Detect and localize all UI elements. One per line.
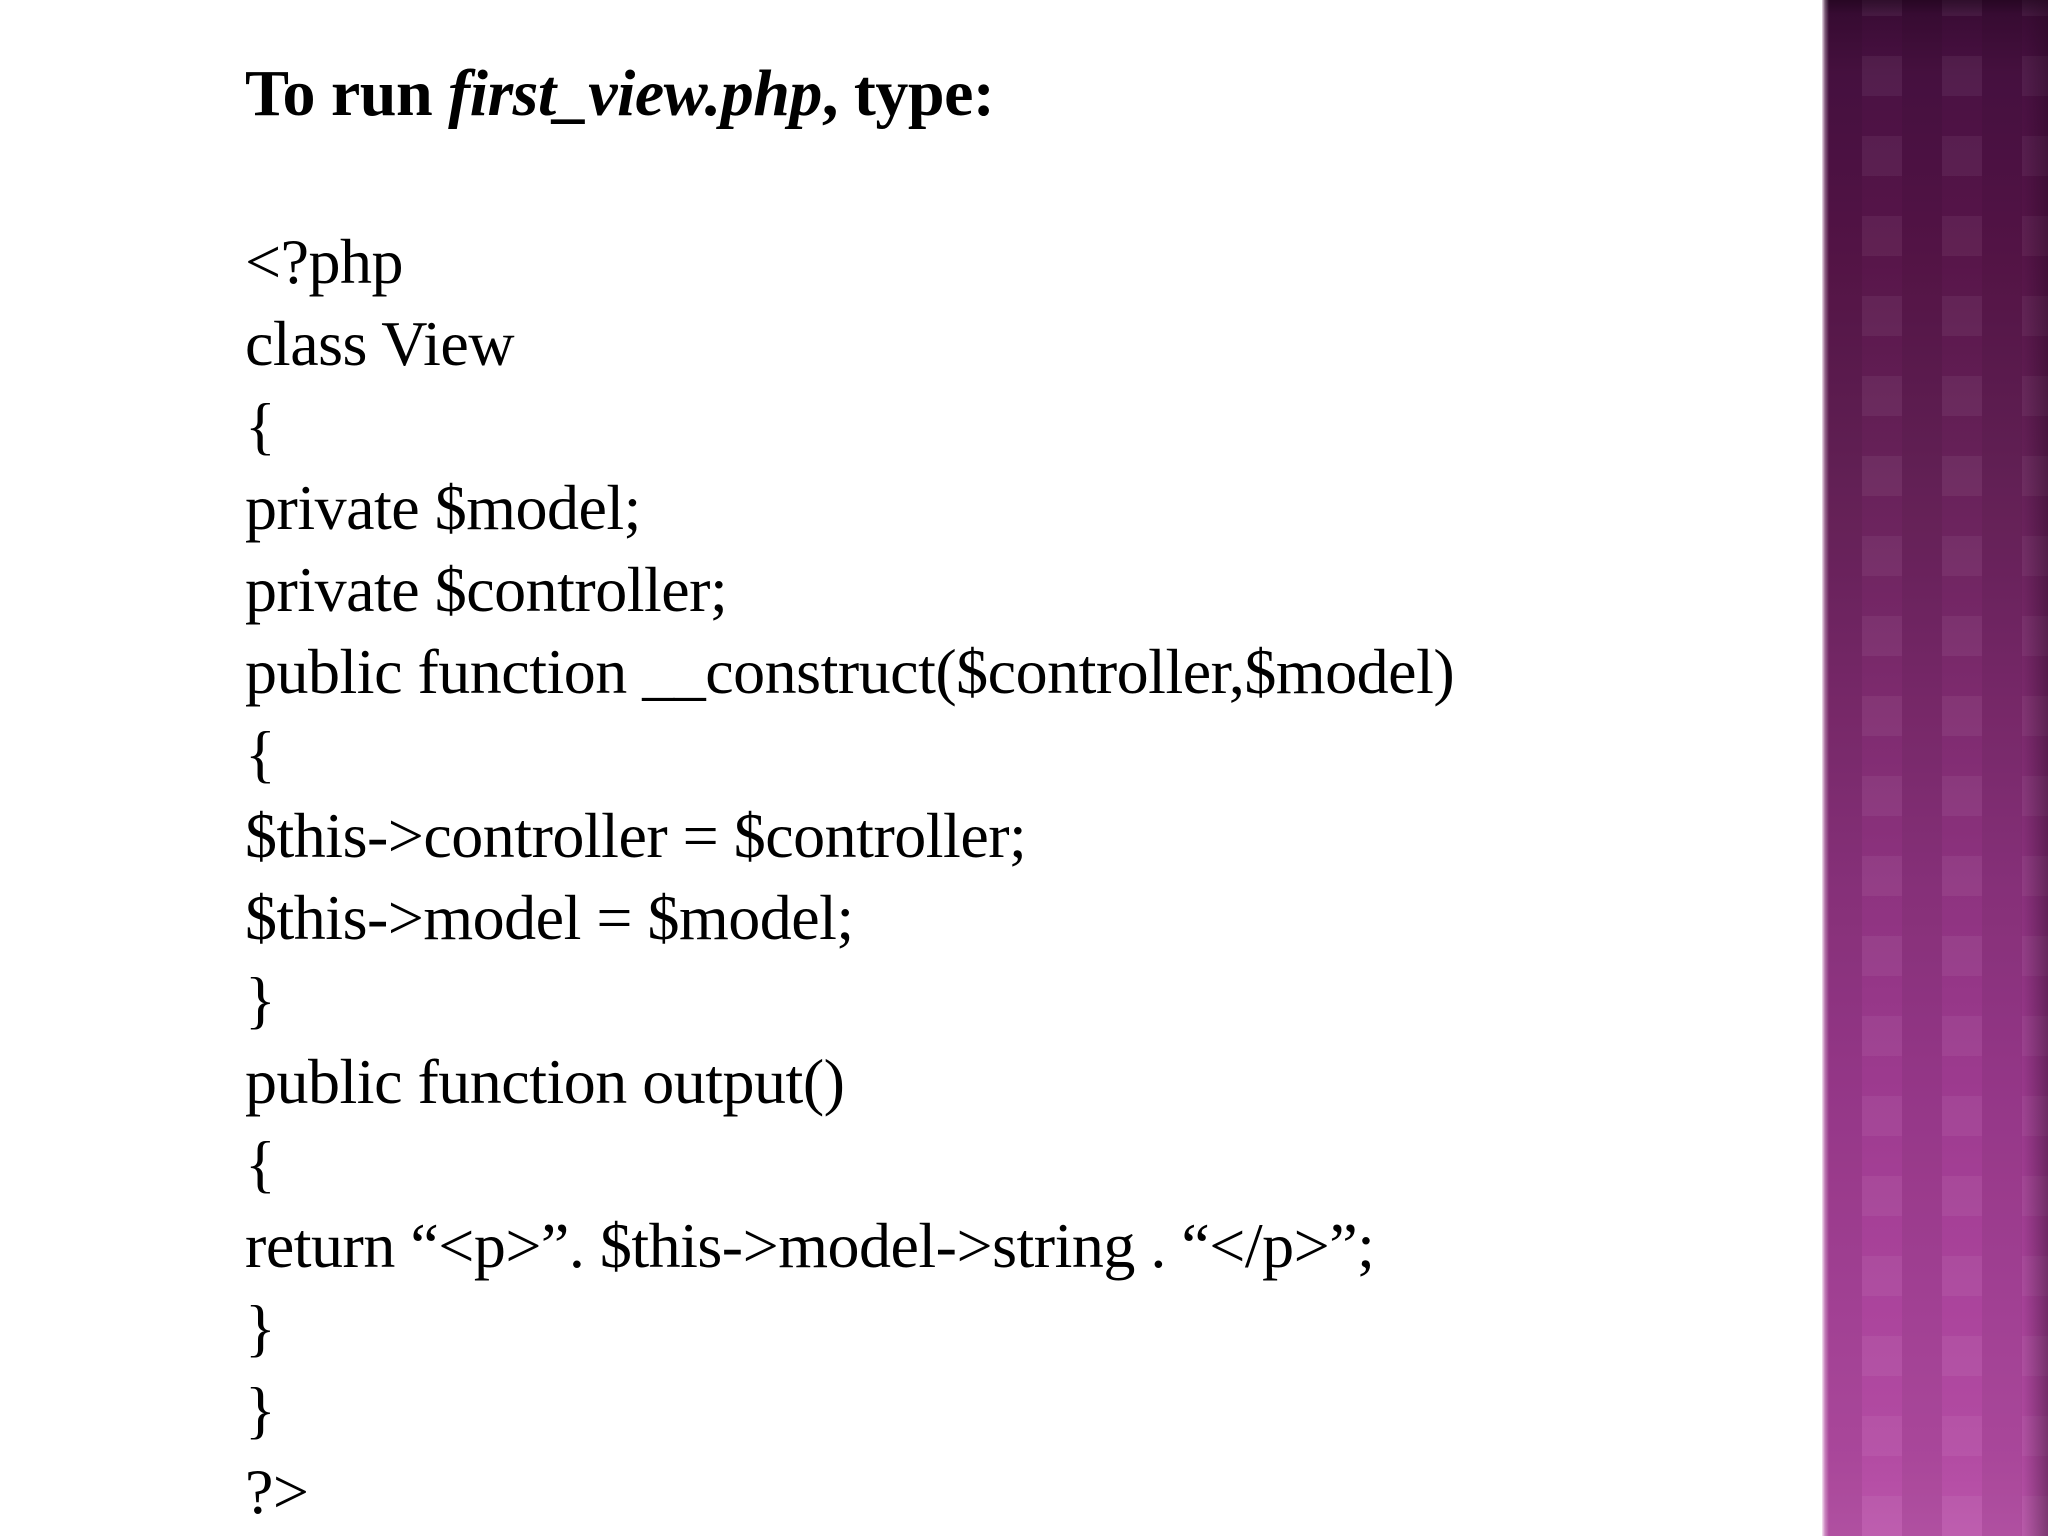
title-filename: first_view.php — [448, 57, 822, 130]
code-line: $this->model = $model; — [245, 882, 854, 953]
code-line: { — [245, 718, 276, 789]
code-line: <?php — [245, 226, 404, 297]
title-text-suffix: , type: — [821, 57, 995, 130]
gradient-bar-texture — [1822, 0, 2048, 1536]
code-line: { — [245, 390, 276, 461]
gradient-bar-top-shadow — [1822, 0, 2048, 14]
code-line: } — [245, 964, 276, 1035]
code-line: } — [245, 1374, 276, 1445]
code-line: public function output() — [245, 1046, 845, 1117]
gradient-bar-right-shadow — [2020, 0, 2048, 1536]
code-line: $this->controller = $controller; — [245, 800, 1027, 871]
code-line: ?> — [245, 1456, 309, 1527]
code-line: private $controller; — [245, 554, 728, 625]
code-line: class View — [245, 308, 515, 379]
title-text-prefix: To run — [245, 57, 449, 130]
code-line: return “<p>”. $this->model->string . “</… — [245, 1210, 1375, 1281]
page-title: To run first_view.php, type: — [245, 53, 995, 135]
code-line: } — [245, 1292, 276, 1363]
code-line: private $model; — [245, 472, 641, 543]
code-line: { — [245, 1128, 276, 1199]
code-block: <?php class View { private $model; priva… — [245, 221, 1455, 1533]
gradient-bar-left-highlight — [1822, 0, 1829, 1536]
code-line: public function __construct($controller,… — [245, 636, 1455, 707]
decorative-gradient-bar — [1822, 0, 2048, 1536]
